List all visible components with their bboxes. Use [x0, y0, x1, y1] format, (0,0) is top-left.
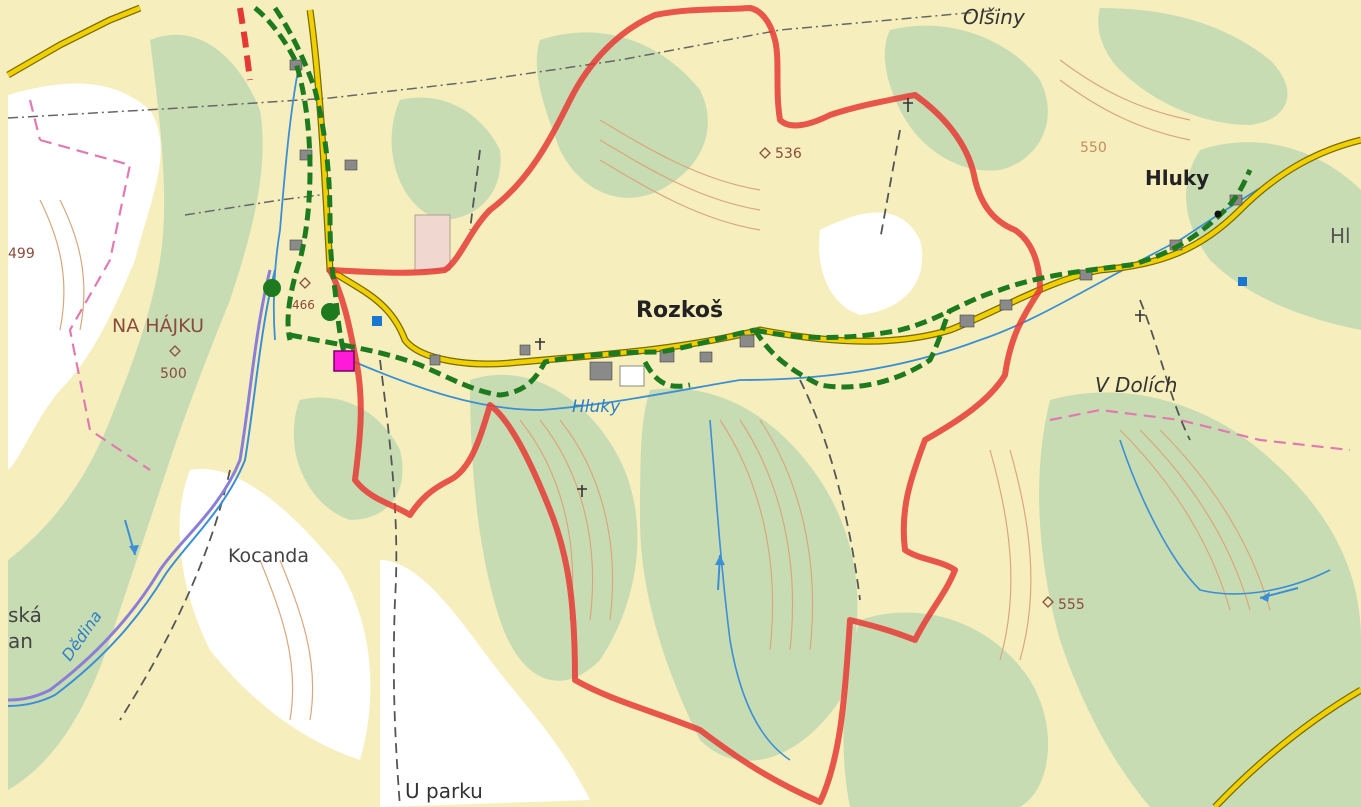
stream-north: [272, 59, 301, 341]
enclosure: [414, 214, 451, 271]
flow-arrowhead-south: [715, 555, 725, 565]
label-olsiny: Olšiny: [963, 5, 1026, 29]
wayside-cross-icons: [535, 98, 1145, 497]
district-border-west: [39, 138, 151, 471]
power-line: [7, 9, 1001, 119]
road-se: [1213, 688, 1361, 807]
point-icon-hluky: [1214, 210, 1222, 218]
stream-hluky: [349, 139, 1356, 411]
stream-v-dolich: [1119, 439, 1331, 595]
green-trail-village: [289, 327, 756, 398]
stream-south: [709, 419, 791, 761]
contour-lines: [39, 59, 1271, 721]
bus-stop-icon[interactable]: [372, 316, 382, 326]
flow-arrowhead-east: [1260, 592, 1270, 602]
main-road: [307, 9, 1361, 367]
spot-height-icons: [169, 147, 1054, 608]
power-line-west: [184, 194, 321, 216]
flow-arrowhead-dedina: [129, 545, 139, 555]
elevation-466: 466: [292, 298, 315, 312]
label-an-cut: an: [8, 629, 33, 653]
label-v-dolich: V Dolích: [1095, 373, 1177, 397]
district-border-north: [28, 99, 42, 141]
start-marker-icon[interactable]: [333, 350, 355, 372]
trail-point-icon-2[interactable]: [321, 303, 339, 321]
road-nw: [6, 5, 141, 77]
open-area-south: [380, 560, 590, 807]
trail-point-icon[interactable]: [263, 279, 281, 297]
red-route-dashed: [237, 7, 253, 81]
label-rozkos: Rozkoš: [636, 298, 723, 323]
green-trail-north-west: [253, 6, 313, 341]
label-kocanda: Kocanda: [228, 545, 309, 567]
green-trail-east: [754, 168, 1253, 340]
elevation-499: 499: [8, 246, 35, 262]
river-dedina: [7, 269, 276, 707]
label-na-hajku: NA HÁJKU: [112, 314, 204, 337]
open-area-kocanda: [179, 468, 371, 760]
label-u-parku: U parku: [405, 779, 483, 803]
bus-stop-icon-east[interactable]: [1238, 277, 1247, 286]
elevation-536: 536: [775, 146, 802, 162]
elevation-555: 555: [1058, 597, 1085, 613]
elevation-550: 550: [1080, 140, 1107, 156]
label-stream-hluky: Hluky: [572, 397, 621, 417]
label-hluky-village: Hluky: [1145, 166, 1209, 190]
elevation-500: 500: [160, 366, 187, 382]
open-area-north-clearing: [819, 212, 923, 315]
red-boundary: [327, 5, 1043, 805]
forest-areas: [8, 8, 1361, 807]
green-trail-loop-inner: [642, 360, 691, 389]
green-trail-loop-south: [752, 308, 953, 390]
label-ska-cut: ská: [8, 603, 42, 627]
open-area-west: [8, 83, 161, 471]
label-hl-cut: Hl: [1330, 224, 1351, 248]
river-dedina-bank: [7, 269, 272, 702]
